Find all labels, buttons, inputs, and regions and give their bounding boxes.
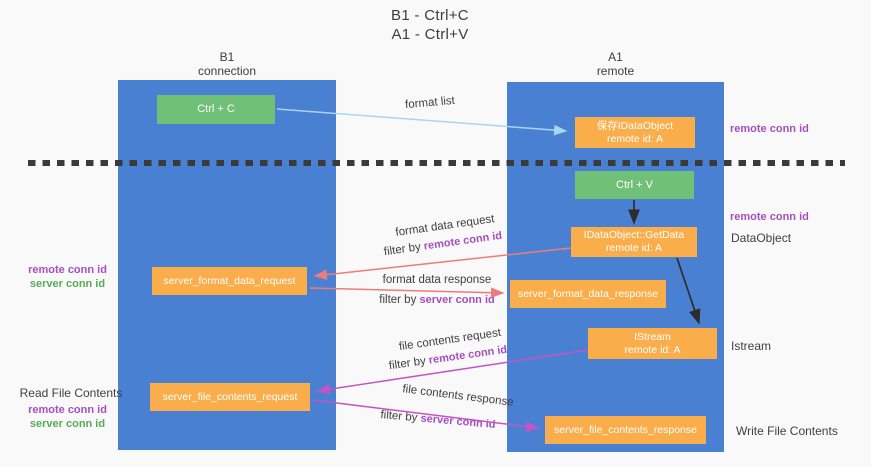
label-server-conn-id-mid-left: server conn id: [29, 278, 106, 290]
box-istream-line1: IStream: [634, 330, 671, 343]
box-save-idataobject-line1: 保存IDataObject: [596, 119, 674, 132]
lifeline-a1-role: remote: [596, 64, 635, 78]
filter-key-server-conn-id: server conn id: [419, 294, 495, 306]
box-save-idataobject: 保存IDataObject remote id: A: [575, 117, 695, 148]
box-server-file-contents-response: server_file_contents_response: [545, 416, 706, 444]
box-server-file-contents-request: server_file_contents_request: [150, 383, 310, 411]
label-read-file-contents: Read File Contents: [19, 386, 123, 400]
filter-by-text: filter by: [388, 354, 430, 373]
label-istream: Istream: [731, 339, 772, 353]
filter-by-text: filter by: [383, 240, 425, 259]
filter-key-server-conn-id: server conn id: [420, 412, 497, 432]
label-conn-ids-bottom-left: remote conn id server conn id: [15, 403, 120, 431]
lifeline-header-a1: A1 remote: [507, 50, 724, 78]
box-server-format-data-response: server_format_data_response: [510, 280, 666, 308]
label-remote-conn-id-mid-left: remote conn id: [28, 264, 107, 276]
box-ctrl-v: Ctrl + V: [575, 171, 694, 199]
box-istream: IStream remote id: A: [588, 328, 717, 359]
box-server-format-data-request: server_format_data_request: [152, 267, 307, 295]
label-write-file-contents: Write File Contents: [736, 424, 838, 438]
box-server-format-data-request-label: server_format_data_request: [163, 274, 296, 287]
box-server-format-data-response-label: server_format_data_response: [517, 287, 659, 300]
box-istream-line2: remote id: A: [624, 343, 681, 356]
lifeline-a1-name: A1: [608, 50, 623, 64]
lifeline-header-b1: B1 connection: [118, 50, 336, 78]
arrow-format-data-response: [309, 287, 505, 298]
box-idataobject-getdata: IDataObject::GetData remote id: A: [571, 227, 697, 257]
label-remote-conn-id-bottom-left: remote conn id: [28, 404, 107, 416]
label-remote-conn-id-top-right: remote conn id: [730, 123, 809, 135]
label-format-list: format list: [404, 94, 456, 112]
filter-by-text: filter by: [379, 294, 420, 306]
box-server-file-contents-response-label: server_file_contents_response: [553, 423, 697, 436]
box-ctrl-v-label: Ctrl + V: [616, 178, 653, 191]
label-remote-conn-id-mid-right: remote conn id: [730, 211, 809, 223]
label-conn-ids-mid-left: remote conn id server conn id: [15, 263, 120, 291]
label-filter-server-conn-id-2: filter by server conn id: [368, 408, 509, 432]
diagram-title-line-2: A1 - Ctrl+V: [391, 26, 469, 43]
lifeline-b1-name: B1: [219, 50, 235, 64]
label-dataobject: DataObject: [731, 231, 792, 245]
box-server-file-contents-request-label: server_file_contents_request: [162, 390, 298, 403]
box-idataobject-getdata-line2: remote id: A: [605, 242, 663, 254]
label-server-conn-id-bottom-left: server conn id: [29, 418, 106, 430]
box-idataobject-getdata-line1: IDataObject::GetData: [583, 229, 685, 241]
label-format-data-response: format data response: [382, 274, 492, 286]
box-ctrl-c-label: Ctrl + C: [197, 103, 235, 115]
lifeline-b1-role: connection: [197, 64, 257, 78]
filter-by-text: filter by: [379, 408, 422, 425]
diagram-title-line-1: B1 - Ctrl+C: [391, 7, 469, 24]
box-ctrl-c: Ctrl + C: [157, 95, 275, 124]
label-filter-server-conn-id-1: filter by server conn id: [367, 294, 507, 306]
box-save-idataobject-line2: remote id: A: [606, 132, 664, 145]
